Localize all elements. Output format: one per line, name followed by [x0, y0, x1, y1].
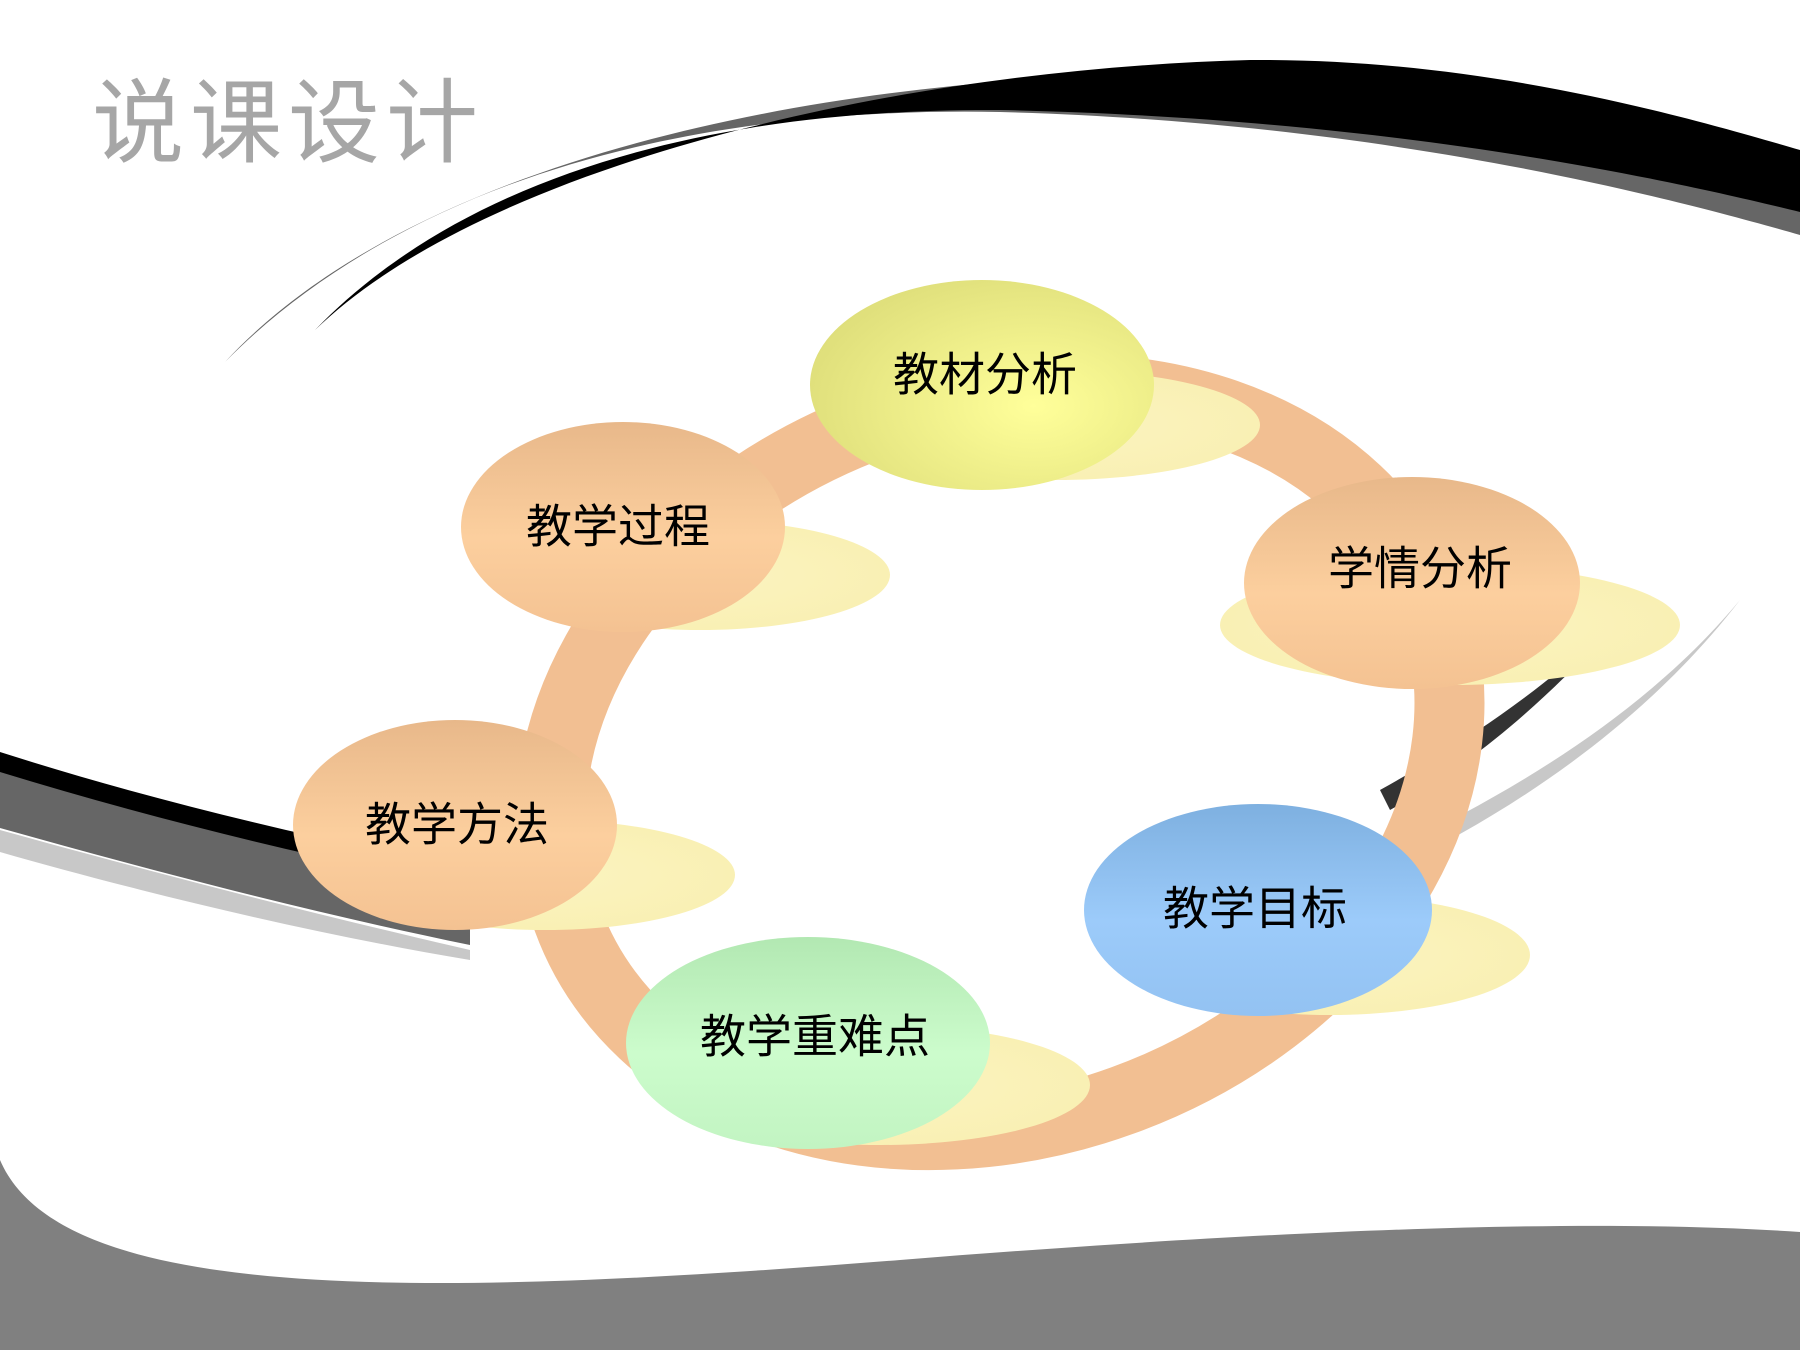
left-swoosh-light: [0, 830, 470, 960]
top-swoosh: [225, 59, 1800, 362]
node-process[interactable]: 教学过程: [461, 422, 785, 632]
top-swoosh-gray: [225, 73, 1800, 362]
node-process-label: 教学过程: [526, 500, 710, 554]
node-goals[interactable]: 教学目标: [1084, 804, 1432, 1016]
node-learners-shape: [1244, 477, 1580, 689]
node-goals-label: 教学目标: [1163, 882, 1347, 936]
node-key-points-label: 教学重难点: [700, 1010, 930, 1064]
node-materials[interactable]: 教材分析: [810, 280, 1154, 490]
slide-title: 说课设计: [92, 70, 485, 177]
node-key-points-shape: [626, 937, 990, 1149]
node-materials-shape: [810, 280, 1154, 490]
node-methods[interactable]: 教学方法: [293, 720, 617, 930]
footer-band: [0, 1160, 1800, 1350]
node-methods-label: 教学方法: [365, 798, 549, 852]
node-learners-label: 学情分析: [1328, 542, 1512, 596]
node-process-shape: [461, 422, 785, 632]
node-methods-shape: [293, 720, 617, 930]
node-goals-shape: [1084, 804, 1432, 1016]
node-key-points[interactable]: 教学重难点: [626, 937, 990, 1149]
node-learners[interactable]: 学情分析: [1244, 477, 1580, 689]
node-materials-label: 教材分析: [893, 348, 1077, 402]
top-swoosh-black: [315, 59, 1800, 330]
